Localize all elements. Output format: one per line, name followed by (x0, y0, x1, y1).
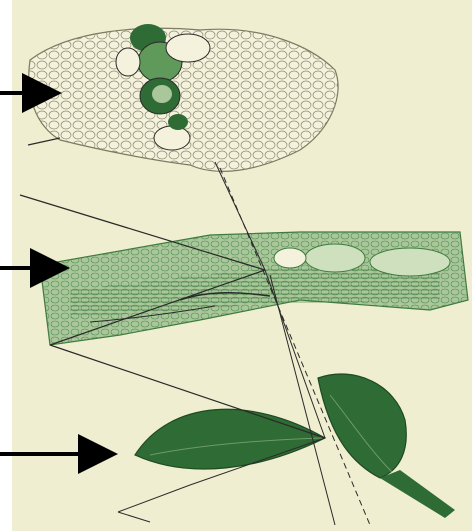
diagram-svg (0, 0, 472, 531)
leaf-zoom-diagram (0, 0, 472, 531)
